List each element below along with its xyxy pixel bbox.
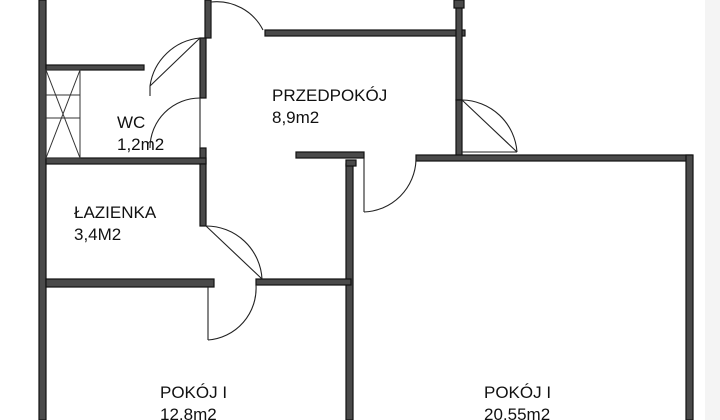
room-name-wc: WC bbox=[117, 113, 145, 132]
room-area-pokoj-left: 12,8m2 bbox=[160, 405, 217, 420]
room-labels: PRZEDPOKÓJ 8,9m2 WC 1,2m2 ŁAZIENKA 3,4M2… bbox=[74, 86, 551, 420]
top-left-stub bbox=[204, 0, 212, 39]
wc-top-wall bbox=[45, 64, 145, 71]
big-room-top-wall bbox=[415, 154, 693, 162]
door-wc bbox=[149, 37, 201, 96]
room-name-pokoj-left: POKÓJ I bbox=[160, 383, 227, 402]
room-name-lazienka: ŁAZIENKA bbox=[74, 203, 157, 222]
door-bathroom bbox=[205, 225, 263, 280]
partition-cap bbox=[345, 159, 357, 167]
upper-room-wall bbox=[264, 29, 466, 37]
wc-bottom-wall bbox=[45, 157, 207, 165]
big-room-right-wall bbox=[685, 154, 694, 420]
room-area-przedpokoj: 8,9m2 bbox=[272, 108, 319, 127]
door-left-room bbox=[207, 284, 257, 341]
outer-left-wall bbox=[38, 0, 47, 420]
bath-bottom-wall bbox=[45, 278, 215, 288]
door-wc-inner bbox=[149, 97, 201, 149]
page-margin bbox=[705, 0, 720, 420]
bath-right-wall bbox=[199, 163, 207, 227]
hall-right-wall bbox=[455, 99, 463, 159]
room-name-przedpokoj: PRZEDPOKÓJ bbox=[272, 86, 387, 105]
room-area-wc: 1,2m2 bbox=[117, 135, 164, 154]
door-entrance bbox=[461, 99, 518, 153]
wc-right-wall bbox=[199, 37, 207, 99]
door-upper-room bbox=[210, 1, 264, 31]
top-right-stub bbox=[453, 0, 465, 9]
doors bbox=[149, 1, 518, 341]
room-area-pokoj-right: 20,55m2 bbox=[484, 405, 550, 420]
left-room-top-wall bbox=[255, 278, 352, 286]
room-area-lazienka: 3,4M2 bbox=[74, 225, 121, 244]
room-name-pokoj-right: POKÓJ I bbox=[484, 383, 551, 402]
door-big-room bbox=[363, 158, 417, 213]
upper-room-right-wall bbox=[455, 0, 463, 101]
wc-duct bbox=[45, 69, 81, 159]
big-room-left-wall bbox=[345, 163, 354, 420]
walls bbox=[38, 0, 694, 420]
hall-bottom-wall bbox=[295, 151, 365, 159]
